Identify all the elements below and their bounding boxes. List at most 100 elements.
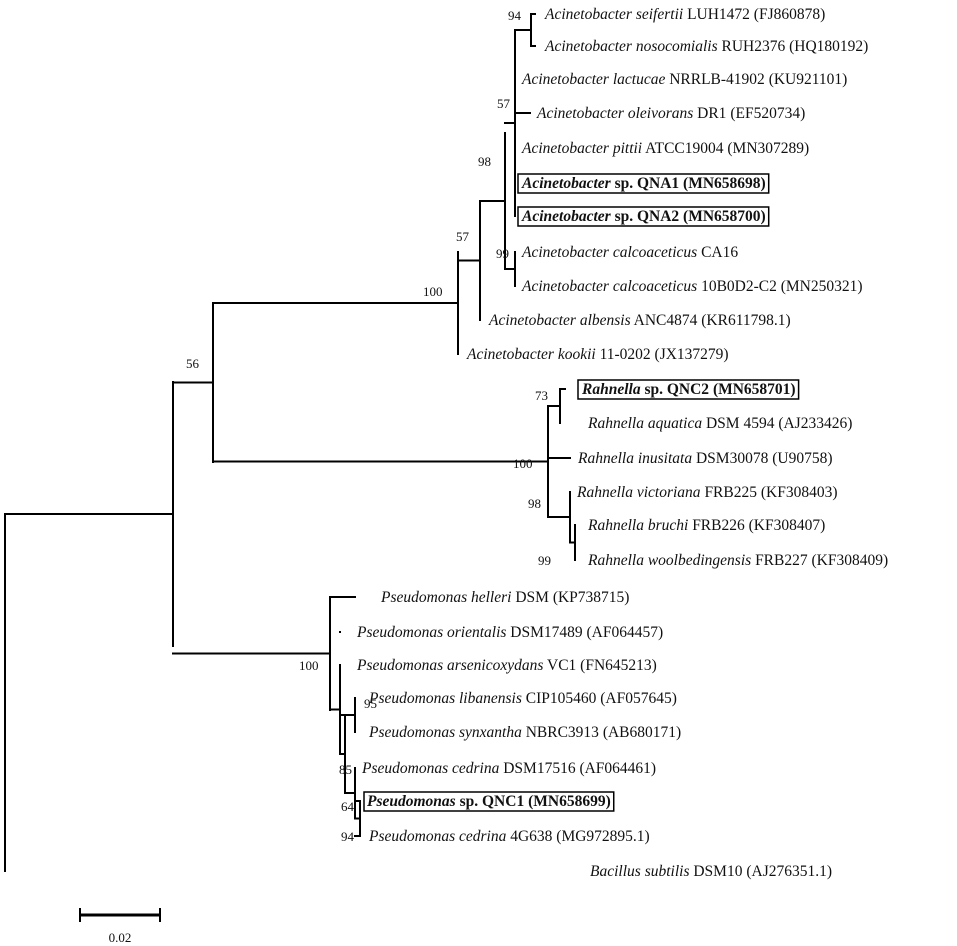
taxon-strain: DR1: [693, 105, 726, 122]
taxon-label: Pseudomonas cedrina 4G638 (MG972895.1): [368, 828, 650, 845]
taxon-label: Pseudomonas orientalis DSM17489 (AF06445…: [356, 624, 663, 641]
taxon-species: synxantha: [455, 724, 522, 741]
taxon-accession: (MG972895.1): [552, 828, 649, 845]
taxon-strain: VC1: [543, 657, 576, 674]
taxon-species: calcoaceticus: [609, 244, 697, 261]
taxon-label: Acinetobacter nosocomialis RUH2376 (HQ18…: [544, 38, 868, 55]
taxon-genus: Acinetobacter: [521, 175, 612, 192]
taxon-genus: Pseudomonas: [368, 690, 455, 707]
taxon-genus: Pseudomonas: [367, 793, 456, 810]
taxon-strain: DSM 4594: [702, 415, 775, 432]
taxon-accession: (AJ276351.1): [742, 863, 832, 880]
bootstrap-value: 56: [186, 356, 200, 371]
bootstrap-value: 64: [341, 799, 355, 814]
bootstrap-value: 85: [339, 762, 352, 777]
taxon-accession: (MN658698): [679, 175, 766, 192]
taxon-labels: Acinetobacter seifertii LUH1472 (FJ86087…: [356, 6, 888, 880]
taxon-accession: (AF064457): [583, 624, 664, 641]
taxon-accession: (AF057645): [596, 690, 677, 707]
taxon-accession: (KF308409): [808, 552, 889, 569]
taxon-label: Rahnella bruchi FRB226 (KF308407): [587, 517, 825, 534]
highlight-box: [363, 791, 615, 812]
taxon-species: aquatica: [644, 415, 702, 432]
taxon-genus: Rahnella: [576, 484, 633, 501]
taxon-label: Pseudomonas cedrina DSM17516 (AF064461): [361, 760, 656, 777]
taxon-strain: FRB226: [688, 517, 745, 534]
taxon-species: woolbedingensis: [644, 552, 751, 569]
taxon-genus: Acinetobacter: [544, 6, 633, 23]
taxon-strain: ATCC19004: [642, 140, 724, 157]
taxon-genus: Bacillus: [590, 863, 641, 880]
taxon-genus: Acinetobacter: [521, 244, 610, 261]
taxon-genus: Pseudomonas: [380, 589, 467, 606]
taxon-accession: (JX137279): [651, 346, 729, 363]
taxon-label: Acinetobacter sp. QNA1 (MN658698): [521, 175, 766, 192]
taxon-accession: (MN307289): [724, 140, 810, 157]
taxon-strain: sp. QNC2: [641, 381, 710, 398]
taxon-genus: Acinetobacter: [521, 278, 610, 295]
taxon-strain: DSM: [511, 589, 549, 606]
tree-branches: [4, 13, 576, 872]
taxon-genus: Acinetobacter: [521, 71, 610, 88]
taxon-strain: DSM17489: [506, 624, 582, 641]
taxon-label: Acinetobacter albensis ANC4874 (KR611798…: [488, 312, 791, 329]
bootstrap-value: 57: [456, 229, 470, 244]
taxon-species: orientalis: [443, 624, 506, 641]
highlight-box: [517, 173, 770, 194]
taxon-label: Rahnella victoriana FRB225 (KF308403): [576, 484, 838, 501]
taxon-genus: Acinetobacter: [521, 140, 610, 157]
taxon-label: Acinetobacter calcoaceticus 10B0D2-C2 (M…: [521, 278, 863, 295]
taxon-strain: NRRLB-41902: [665, 71, 764, 88]
taxon-accession: (MN658701): [709, 381, 796, 398]
taxon-species: oleivorans: [624, 105, 693, 122]
taxon-strain: FRB225: [701, 484, 758, 501]
taxon-species: inusitata: [634, 450, 692, 467]
taxon-accession: (KP738715): [549, 589, 630, 606]
bootstrap-value: 100: [423, 284, 443, 299]
taxon-genus: Acinetobacter: [536, 105, 625, 122]
taxon-accession: (KR611798.1): [697, 312, 790, 329]
taxon-accession: (U90758): [768, 450, 832, 467]
taxon-accession: (FJ860878): [750, 6, 825, 23]
taxon-genus: Rahnella: [587, 517, 644, 534]
taxon-accession: (HQ180192): [785, 38, 868, 55]
taxon-genus: Pseudomonas: [368, 724, 455, 741]
taxon-species: albensis: [576, 312, 631, 329]
highlight-box: [577, 379, 800, 400]
taxon-genus: Rahnella: [587, 415, 644, 432]
taxon-accession: (AJ233426): [774, 415, 852, 432]
bootstrap-value: 57: [497, 96, 511, 111]
taxon-strain: FRB227: [751, 552, 808, 569]
taxon-species: cedrina: [448, 760, 499, 777]
taxon-accession: (AB680171): [599, 724, 681, 741]
taxon-label: Pseudomonas synxantha NBRC3913 (AB680171…: [368, 724, 681, 741]
taxon-strain: DSM17516: [499, 760, 575, 777]
taxon-genus: Rahnella: [581, 381, 641, 398]
taxon-strain: CIP105460: [522, 690, 597, 707]
taxon-label: Acinetobacter pittii ATCC19004 (MN307289…: [521, 140, 809, 157]
taxon-label: Acinetobacter calcoaceticus CA16: [521, 244, 738, 261]
taxon-label: Bacillus subtilis DSM10 (AJ276351.1): [590, 863, 832, 880]
taxon-species: calcoaceticus: [609, 278, 697, 295]
taxon-label: Rahnella sp. QNC2 (MN658701): [581, 381, 796, 398]
taxon-strain: DSM10: [689, 863, 742, 880]
taxon-accession: (MN250321): [777, 278, 863, 295]
highlight-box: [517, 206, 770, 227]
bootstrap-value: 100: [513, 456, 533, 471]
bootstrap-value: 99: [538, 553, 551, 568]
taxon-genus: Rahnella: [577, 450, 634, 467]
taxon-accession: (MN658699): [524, 793, 611, 810]
taxon-species: helleri: [467, 589, 511, 606]
taxon-label: Pseudomonas libanensis CIP105460 (AF0576…: [368, 690, 677, 707]
taxon-label: Rahnella aquatica DSM 4594 (AJ233426): [587, 415, 852, 432]
taxon-label: Acinetobacter seifertii LUH1472 (FJ86087…: [544, 6, 825, 23]
bootstrap-value: 100: [299, 658, 319, 673]
taxon-genus: Pseudomonas: [356, 657, 443, 674]
taxon-label: Acinetobacter oleivorans DR1 (EF520734): [536, 105, 805, 122]
taxon-label: Acinetobacter sp. QNA2 (MN658700): [521, 208, 766, 225]
taxon-label: Acinetobacter kookii 11-0202 (JX137279): [466, 346, 729, 363]
bootstrap-value: 94: [341, 829, 355, 844]
bootstrap-value: 95: [364, 696, 377, 711]
taxon-strain: sp. QNC1: [456, 793, 524, 810]
